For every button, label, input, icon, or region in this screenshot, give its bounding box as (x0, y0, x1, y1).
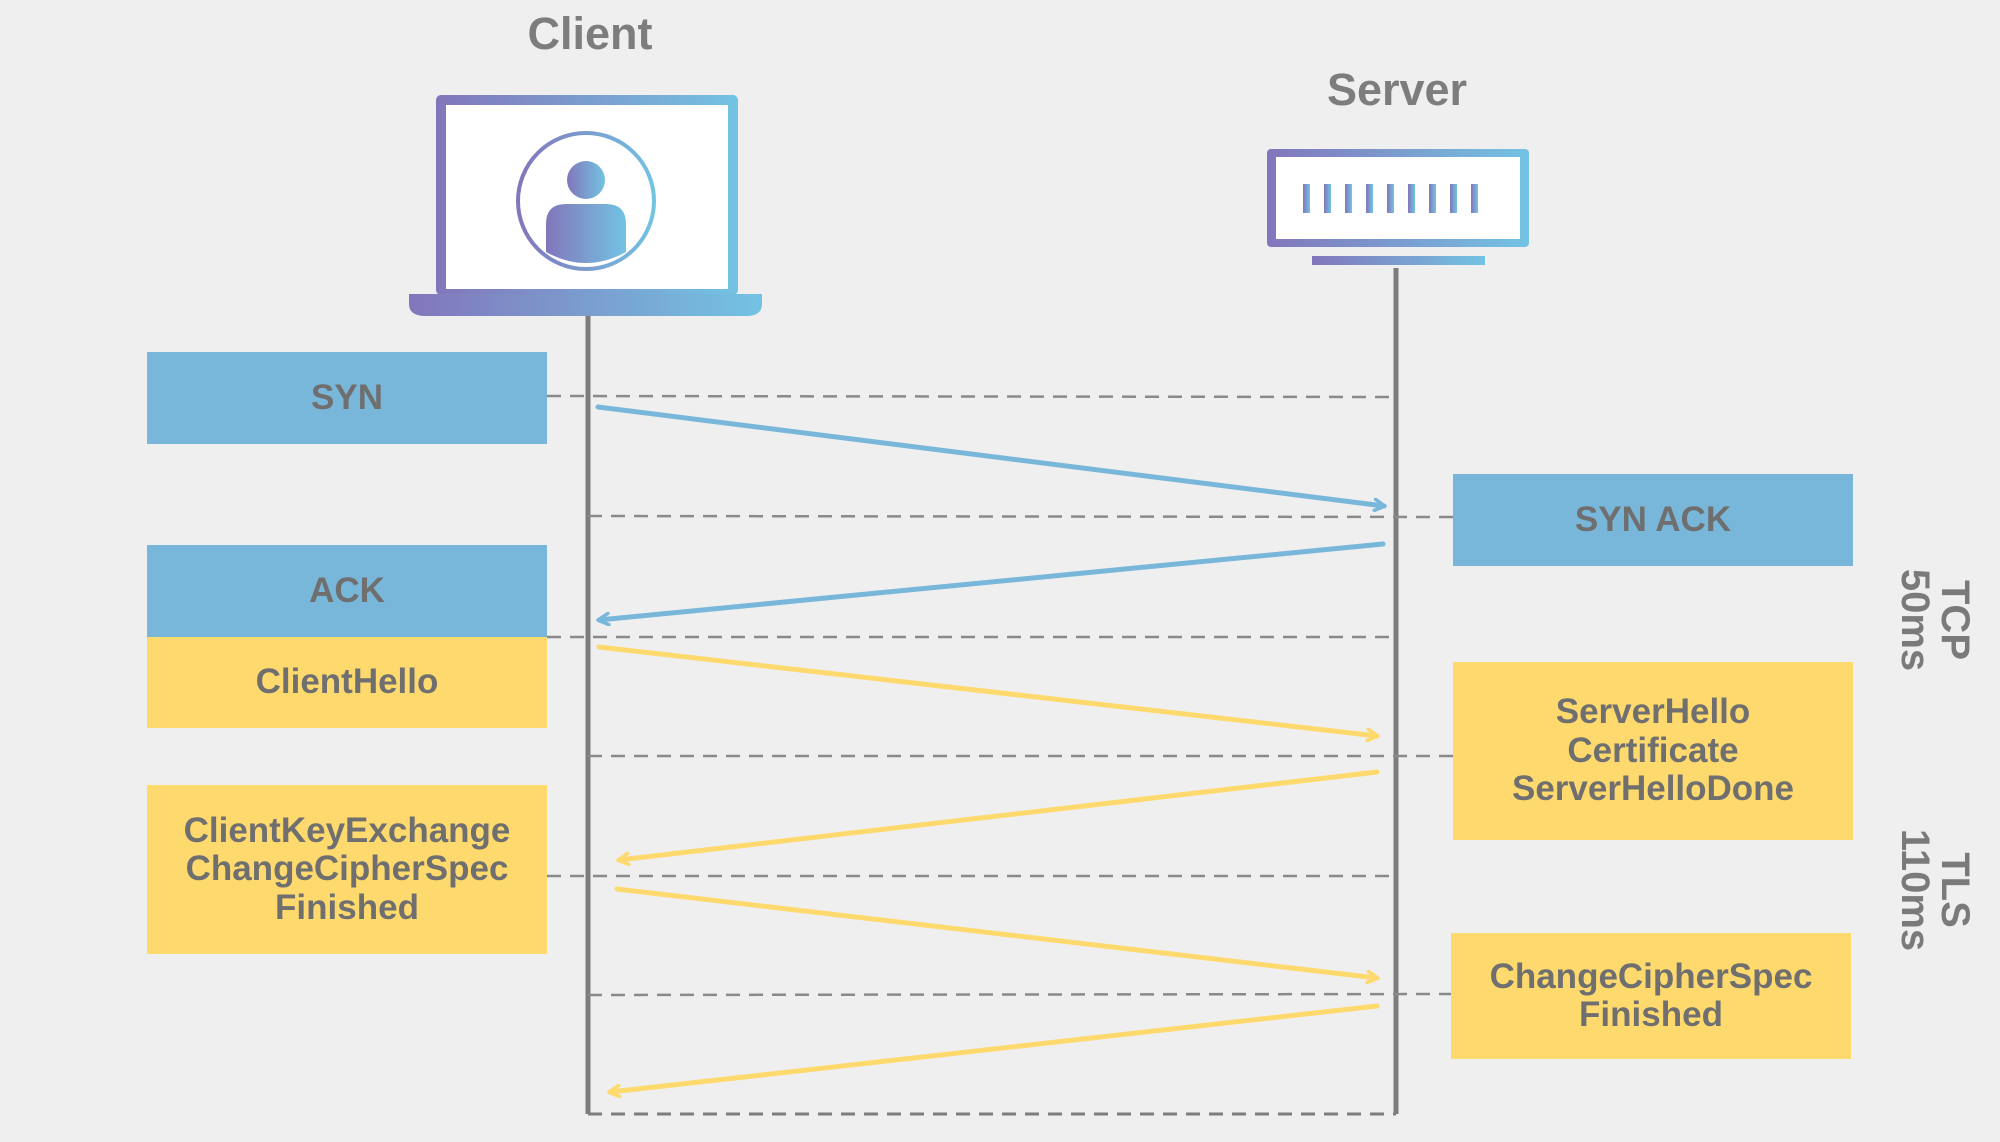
server-change-cipher-spec-line: ChangeCipherSpec (1489, 956, 1813, 996)
tcp-phase-label: TCP 50ms (1893, 568, 1977, 672)
syn-label: SYN (311, 377, 383, 417)
change-cipher-spec-line: ChangeCipherSpec (185, 849, 509, 889)
syn-ack-box: SYN ACK (1453, 474, 1853, 566)
syn-box: SYN (147, 352, 547, 444)
server-hello-box: ServerHello Certificate ServerHelloDone (1453, 662, 1853, 840)
laptop-user-icon (409, 95, 762, 316)
client-key-exchange-box: ClientKeyExchange ChangeCipherSpec Finis… (147, 785, 547, 954)
server-hello-line: ServerHello (1555, 692, 1751, 732)
server-finish-box: ChangeCipherSpec Finished (1451, 933, 1851, 1059)
client-title: Client (527, 8, 653, 59)
tcp-phase-name: TCP (1933, 580, 1977, 660)
certificate-line: Certificate (1567, 730, 1739, 770)
finished-line: Finished (275, 887, 419, 927)
server-rack-icon (1267, 149, 1529, 265)
tls-phase-label: TLS 110ms (1893, 828, 1977, 952)
tls-phase-name: TLS (1933, 852, 1977, 928)
ack-box: ACK (147, 545, 547, 637)
arrow-client-key (614, 886, 1377, 978)
client-key-exchange-line: ClientKeyExchange (183, 810, 511, 850)
arrow-syn-ack (599, 541, 1386, 620)
arrow-server-finish (610, 1003, 1380, 1092)
syn-ack-label: SYN ACK (1574, 499, 1732, 539)
tls-phase-time: 110ms (1893, 828, 1937, 952)
dashed-guides (546, 394, 1454, 997)
server-title: Server (1326, 64, 1468, 115)
ack-label: ACK (309, 570, 385, 610)
server-hello-done-line: ServerHelloDone (1511, 769, 1795, 809)
arrow-server-hello (619, 769, 1380, 860)
arrow-syn (595, 404, 1384, 506)
server-finished-line: Finished (1579, 995, 1723, 1034)
tcp-phase-time: 50ms (1893, 568, 1937, 672)
arrow-client-hello (596, 644, 1377, 736)
client-hello-label: ClientHello (255, 662, 439, 702)
client-hello-box: ClientHello (147, 637, 547, 728)
